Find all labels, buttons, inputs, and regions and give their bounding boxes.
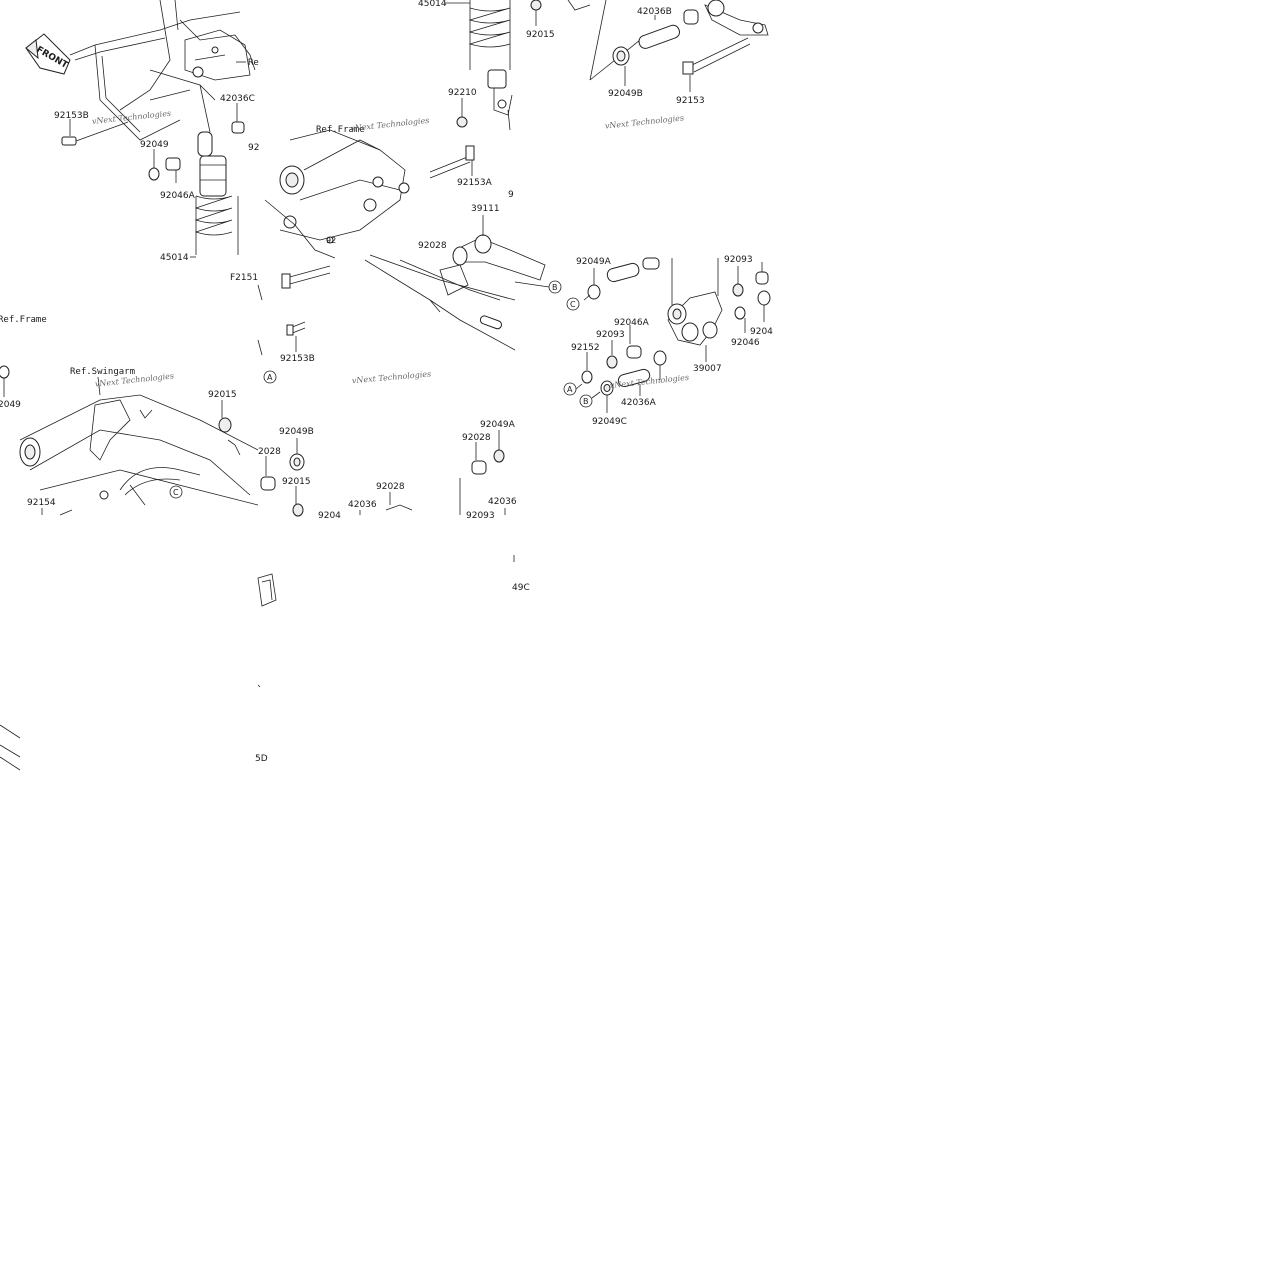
part-label: 92015 [282,477,311,487]
part-label: 49C [512,583,530,593]
part-label: 9204 [318,511,341,521]
watermark: vNext Technologies [352,369,432,385]
part-label: 92093 [596,330,625,340]
marker-label: C [173,488,179,497]
part-label: 42036A [621,398,657,408]
watermark: vNext Technologies [604,113,684,130]
marker-c-icon [566,297,580,311]
part-label: 92049C [592,417,627,427]
part-label: 92028 [418,241,447,251]
ref-label: Ref.Frame [316,125,365,135]
part-label: 42036 [488,497,517,507]
tile-linkage: 45014 92 [230,0,562,364]
part-label: 39007 [693,364,722,374]
part-label: 9204 [750,327,773,337]
part-label: 92028 [462,433,491,443]
part-label: 92152 [571,343,600,353]
marker-label: C [570,300,576,309]
part-label: 92154 [27,498,56,508]
ref-label: Ref.Frame [0,315,47,325]
tile-frame-shock: FRONT 92153B [25,0,259,263]
tile-rocker: 92049A C 39007 92093 9204 92046 92046A 9… [563,255,773,427]
part-label: F2151 [230,273,258,283]
part-label: 92049B [608,89,643,99]
marker-label: B [583,397,589,406]
part-label: 42036B [637,7,672,17]
watermark: vNext Technologies [350,116,430,133]
part-label: 42036 [348,500,377,510]
marker-label: A [267,373,273,382]
part-label: 92210 [448,88,477,98]
part-label: 92 [326,236,336,245]
part-label: 92028 [376,482,405,492]
part-label: 92015 [208,390,237,400]
ref-label: Ref.Swingarm [70,367,135,377]
part-label: 45014 [418,0,447,9]
part-label: 92049 [140,140,169,150]
part-label: 9 [508,190,514,200]
part-label: 92093 [466,511,495,521]
ref-label: Re [248,58,259,68]
part-label: 92153B [54,111,89,121]
part-label: 92046 [731,338,760,348]
marker-a-icon-2 [263,370,277,384]
part-label: 92049B [279,427,314,437]
marker-label: A [567,385,573,394]
tile-swingarm: Ref.Frame 2049 Ref.Swingarm 92015 92154 … [0,315,259,771]
front-arrow-icon: FRONT [25,33,71,75]
part-label: 92153 [676,96,705,106]
part-label: 92046A [160,191,196,201]
marker-c-icon-2 [169,485,183,499]
marker-b-icon-2 [579,394,593,408]
part-label: 92093 [724,255,753,265]
tile-linkage-parts: 42036B 92049B 92153 vNext Technologies [567,0,769,131]
part-label: 45014 [160,253,189,263]
part-label: 42036C [220,94,255,104]
part-label: 92049A [576,257,612,267]
part-label: 5D [255,754,268,764]
part-label: 39111 [471,204,500,214]
part-label: 92049A [480,420,516,430]
part-label: 92153B [280,354,315,364]
marker-label: B [552,283,558,292]
part-label: 92046A [614,318,650,328]
part-label: 92153A [457,178,493,188]
part-label: 92 [248,143,259,153]
part-label: 92015 [526,30,555,40]
part-label: 2028 [258,447,281,457]
part-label: 2049 [0,400,21,410]
